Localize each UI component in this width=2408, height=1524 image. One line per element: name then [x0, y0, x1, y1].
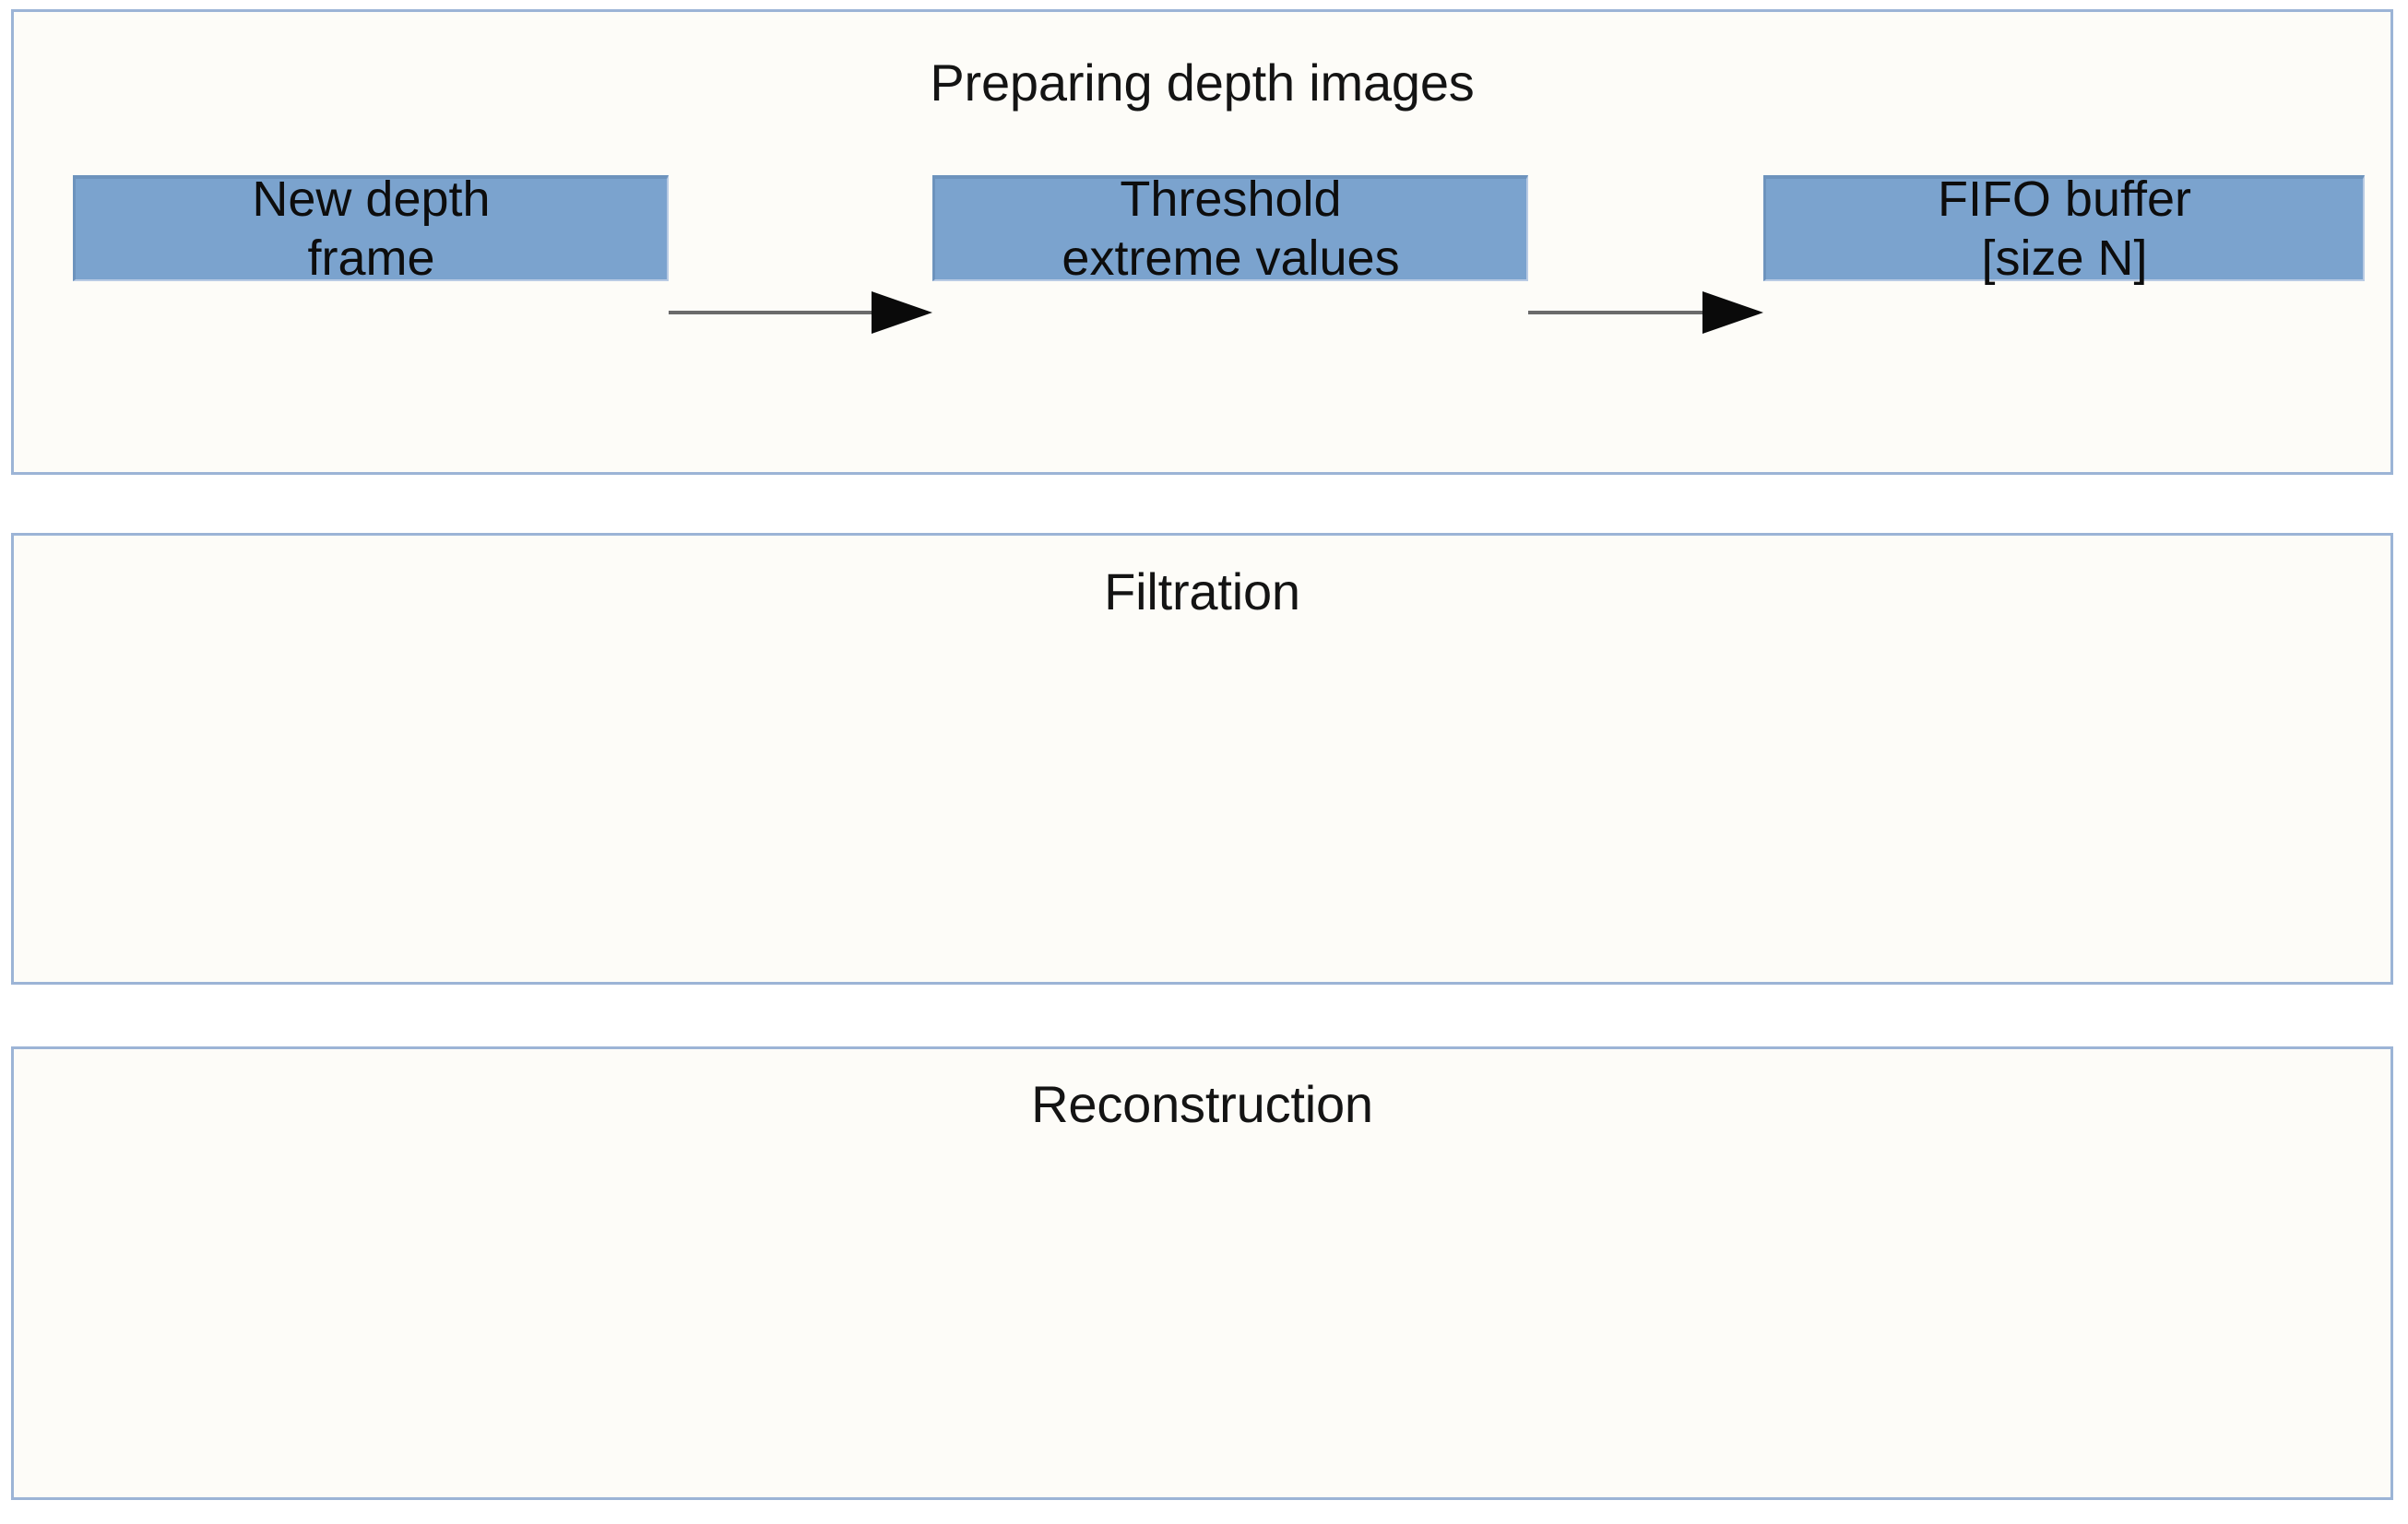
- arrow-threshold-to-fifo-buffer: [1528, 291, 1763, 334]
- panel-title: Preparing depth images: [930, 53, 1475, 112]
- arrow-shaft: [1528, 311, 1702, 314]
- panel-filtration: Filtration Find interferenceregions & di…: [11, 533, 2393, 1490]
- panel-reconstruction: Reconstruction Interpolation ofmedian im…: [11, 1046, 2393, 1500]
- arrow-new-depth-frame-to-threshold: [669, 291, 932, 334]
- panel-title: Reconstruction: [1031, 1075, 1373, 1133]
- arrow-head-icon: [872, 291, 932, 334]
- arrow-shaft: [669, 311, 872, 314]
- node-fifo-buffer[interactable]: FIFO buffer[size N]: [1763, 171, 2365, 286]
- panel-title: Filtration: [1104, 562, 1300, 620]
- arrow-head-icon: [1702, 291, 1763, 334]
- node-label: FIFO buffer[size N]: [1937, 171, 2192, 286]
